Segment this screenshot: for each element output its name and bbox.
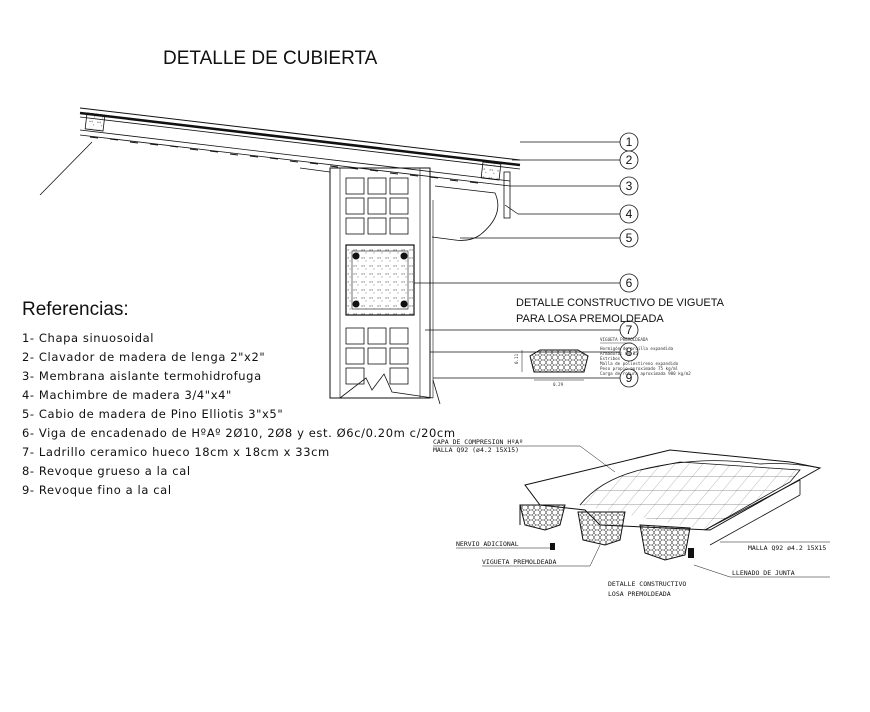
reference-item: 6- Viga de encadenado de HºAº 2Ø10, 2Ø8 … [22,426,456,440]
vigueta-spec: Hormigón de arcilla expandida [600,346,674,351]
callout-markers: 1 2 3 4 5 6 7 8 9 [619,132,639,388]
losa-capa-line2: MALLA Q92 (ø4.2 15X15) [433,446,519,454]
vigueta-label: VIGUETA PREMOLDEADA [600,337,648,342]
vigueta-spec: Armadura: Ø4 Ø5 [600,351,638,356]
svg-text:2: 2 [626,153,633,167]
losa-capa-line1: CAPA DE COMPRESION HºAº [433,438,523,446]
callout-3: 3 [619,176,639,196]
reference-item: 2- Clavador de madera de lenga 2"x2" [22,350,265,364]
vigueta-dim-height: 0.11 [514,353,519,364]
reference-item: 1- Chapa sinuosoidal [22,331,154,345]
references-heading: Referencias: [22,299,129,320]
roof-section [39,107,521,405]
callout-1: 1 [619,132,639,152]
vigueta-dim-width: 0.29 [553,382,564,387]
vigueta-spec: Malla de poliestireno expandido [600,361,679,366]
vigueta-title-line1: DETALLE CONSTRUCTIVO DE VIGUETA [516,297,725,309]
callout-9: 9 [619,368,639,388]
svg-text:7: 7 [626,323,633,337]
svg-text:5: 5 [626,231,633,245]
callout-5: 5 [619,228,639,248]
losa-detail: CAPA DE COMPRESION HºAº MALLA Q92 (ø4.2 … [433,438,830,598]
references-list: Referencias: 1- Chapa sinuosoidal 2- Cla… [22,299,456,497]
losa-title-line1: DETALLE CONSTRUCTIVO [608,580,686,588]
svg-text:8: 8 [626,345,633,359]
reference-item: 7- Ladrillo ceramico hueco 18cm x 18cm x… [22,445,330,459]
vigueta-spec: Estribos [600,356,621,361]
svg-text:9: 9 [626,371,633,385]
vigueta-spec: Carga de rotura aproximada 900 kg/m2 [600,371,691,376]
svg-text:6: 6 [626,276,633,290]
reference-item: 9- Revoque fino a la cal [22,483,172,497]
losa-title-line2: LOSA PREMOLDEADA [608,590,671,598]
callout-4: 4 [619,204,639,224]
reference-item: 4- Machimbre de madera 3/4"x4" [22,388,232,402]
losa-llenado-label: LLENADO DE JUNTA [732,569,795,577]
reference-item: 5- Cabio de madera de Pino Elliotis 3"x5… [22,407,283,421]
vigueta-title-line2: PARA LOSA PREMOLDEADA [516,313,664,325]
losa-nervio-label: NERVIO ADICIONAL [456,540,519,548]
vigueta-detail: DETALLE CONSTRUCTIVO DE VIGUETA PARA LOS… [514,297,725,387]
vigueta-spec: Peso propio aproximado 75 kg/ml [600,366,679,371]
reference-item: 8- Revoque grueso a la cal [22,464,191,478]
svg-text:4: 4 [626,207,633,221]
callout-2: 2 [619,150,639,170]
drawing-title: DETALLE DE CUBIERTA [163,48,378,69]
callout-6: 6 [619,273,639,293]
reference-item: 3- Membrana aislante termohidrofuga [22,369,262,383]
svg-text:3: 3 [626,179,633,193]
callout-7: 7 [619,320,639,340]
losa-vigueta-label: VIGUETA PREMOLDEADA [482,558,556,566]
svg-text:1: 1 [626,135,633,149]
callout-leaders [414,141,620,379]
losa-malla-label: MALLA Q92 ø4.2 15X15 [748,544,826,552]
